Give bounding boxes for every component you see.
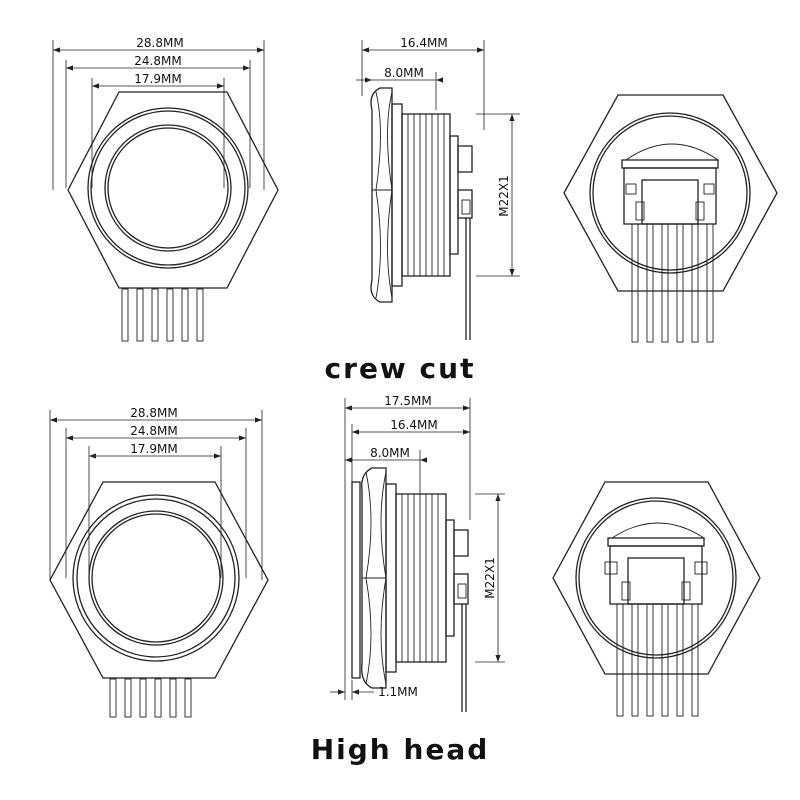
top-front-dim-overall: 28.8MM [136, 36, 183, 50]
bottom-front-dim-overall: 28.8MM [130, 406, 177, 420]
caption-crew-cut: crew cut [324, 352, 476, 385]
bottom-side-dim-raise: 1.1MM [378, 685, 418, 699]
top-side-dim-length: 16.4MM [400, 36, 447, 50]
top-front-pins [121, 288, 204, 342]
top-rear-pins [631, 223, 714, 343]
bottom-front-dim-button: 17.9MM [130, 442, 177, 456]
bottom-front-pins [109, 678, 192, 718]
top-rear-view [563, 94, 778, 343]
bottom-front-view: 28.8MM 24.8MM 17.9MM [49, 406, 269, 718]
bottom-side-dim-length: 16.4MM [390, 418, 437, 432]
top-front-dim-button: 17.9MM [134, 72, 181, 86]
top-front-view: 28.8MM 24.8MM 17.9MM [52, 36, 279, 342]
caption-high-head: High head [310, 733, 490, 766]
bottom-side-dim-thread: M22X1 [483, 557, 497, 598]
bottom-rear-view [552, 481, 761, 717]
top-front-dim-ring: 24.8MM [134, 54, 181, 68]
bottom-rear-pins [616, 603, 699, 717]
bottom-front-dim-ring: 24.8MM [130, 424, 177, 438]
bottom-side-dim-head: 8.0MM [370, 446, 410, 460]
top-side-dim-head: 8.0MM [384, 66, 424, 80]
top-side-dim-thread: M22X1 [497, 175, 511, 216]
bottom-side-view: 17.5MM 16.4MM 8.0MM M22X1 1.1MM [330, 394, 505, 712]
top-side-view: 16.4MM 8.0MM M22X1 [356, 36, 520, 340]
bottom-side-dim-total: 17.5MM [384, 394, 431, 408]
